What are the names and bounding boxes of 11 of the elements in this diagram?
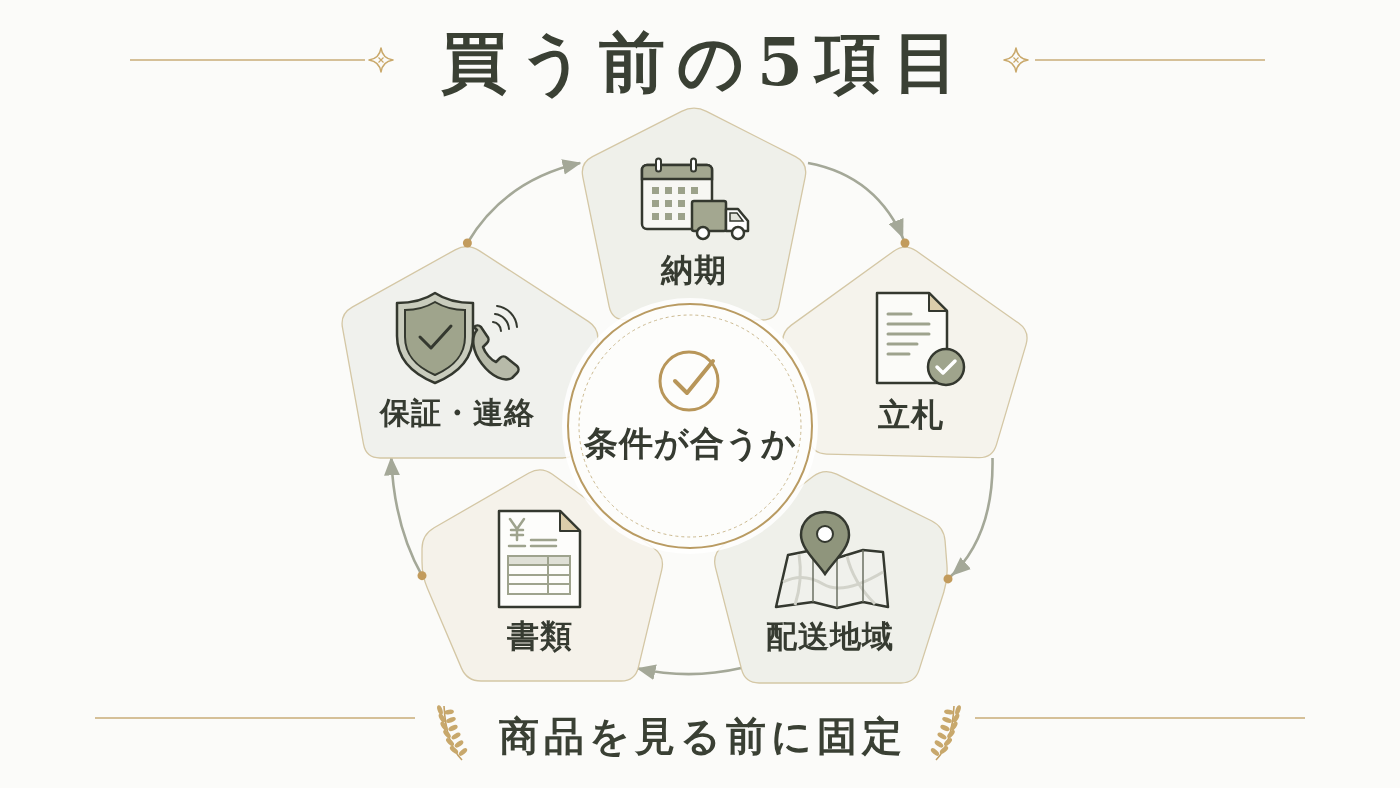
title: 買う前の5項目 (441, 22, 971, 102)
node-label: 配送地域 (766, 617, 894, 656)
node-label: 条件が合うか (583, 423, 797, 463)
caption: 商品を見る前に固定 (499, 711, 907, 761)
pentagon-card (580, 105, 808, 320)
pentagon-card (422, 466, 665, 681)
node-label: 立札 (878, 395, 944, 435)
pentagon-card (712, 468, 948, 683)
node-label: 納期 (661, 250, 727, 290)
node-label: 保証・連絡 (379, 394, 535, 432)
node-label: 書類 (506, 616, 573, 656)
